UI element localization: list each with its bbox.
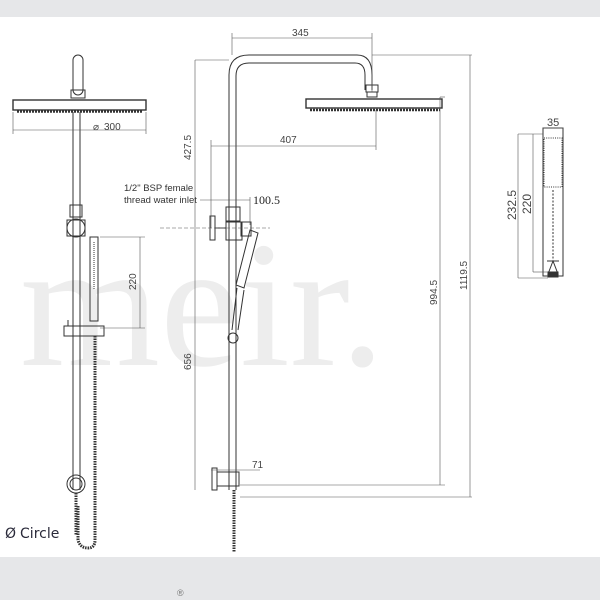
diameter-icon: Ø	[5, 526, 17, 542]
handshower-body-length-dim: 220	[520, 194, 534, 214]
handshower-width-dim: 35	[547, 117, 559, 129]
front-view	[12, 54, 147, 550]
handshower-detail	[542, 127, 564, 278]
watermark: meir.	[20, 205, 385, 404]
registered-mark: ®	[177, 588, 184, 598]
top-band	[0, 0, 600, 17]
overall-height-dim: 1119.5	[459, 260, 470, 290]
head-diameter-dim: 300	[104, 122, 121, 133]
inlet-note-line1: 1/2" BSP female	[124, 183, 193, 194]
head-height-dim: 994.5	[429, 280, 440, 305]
head-diameter-symbol: ⌀	[93, 122, 99, 133]
handshower-overall-length-dim: 232.5	[505, 190, 519, 220]
shape-legend: Ø Circle	[5, 526, 59, 542]
side-view	[209, 54, 443, 552]
wall-bracket-depth-dim: 71	[252, 460, 264, 471]
lower-height-dim: 656	[183, 353, 194, 370]
handshower-length-dim: 220	[128, 273, 139, 290]
head-offset-dim: 407	[280, 135, 297, 146]
inlet-offset-dim: 100.5	[253, 193, 280, 207]
arm-reach-dim: 345	[292, 28, 309, 39]
legend-label: Circle	[20, 526, 60, 542]
top-height-dim: 427.5	[183, 135, 194, 160]
bottom-band	[0, 557, 600, 600]
inlet-note-line2: thread water inlet	[124, 195, 197, 206]
